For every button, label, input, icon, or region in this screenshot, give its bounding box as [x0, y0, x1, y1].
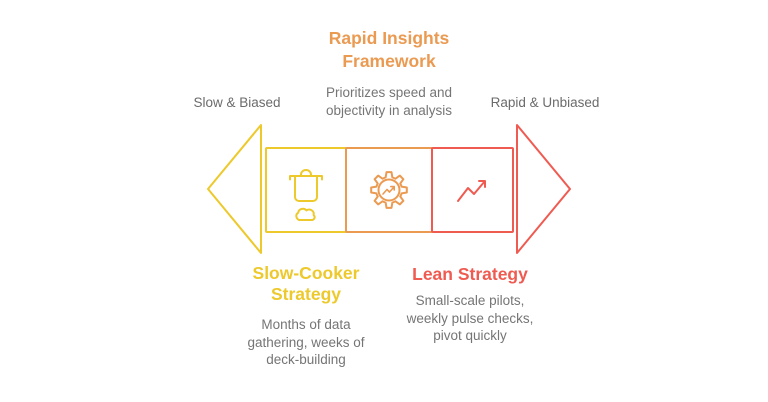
left-end-label: Slow & Biased — [193, 95, 281, 110]
framework-box — [345, 147, 433, 233]
lean-box — [431, 147, 514, 233]
double-arrow-graphic — [207, 124, 571, 254]
trending-up-icon — [457, 180, 486, 202]
slow-cooker-heading: Slow-Cooker Strategy — [252, 263, 360, 304]
cooking-pot-icon — [289, 169, 323, 221]
diagram-title: Rapid Insights Framework — [328, 28, 450, 71]
slow-cooker-description: Months of data gathering, weeks of deck-… — [247, 317, 365, 367]
right-end-label: Rapid & Unbiased — [490, 95, 600, 110]
right-arrowhead — [516, 124, 571, 254]
lean-heading: Lean Strategy — [412, 264, 528, 284]
gear-analytics-icon — [370, 171, 408, 209]
lean-description: Small-scale pilots, weekly pulse checks,… — [406, 293, 534, 343]
left-arrowhead — [207, 124, 262, 254]
diagram-subtitle: Prioritizes speed and objectivity in ana… — [325, 85, 453, 118]
